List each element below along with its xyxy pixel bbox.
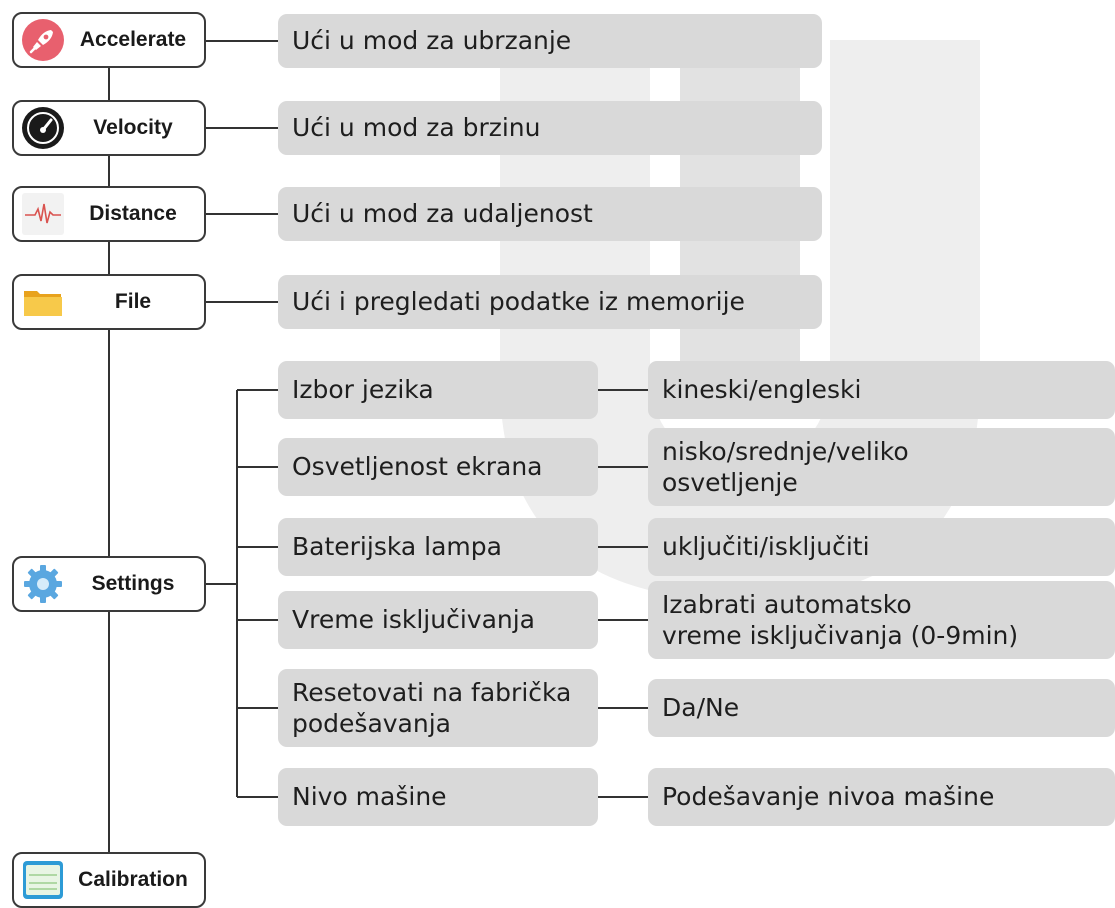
calibration-button[interactable]: Calibration (12, 852, 206, 908)
velocity-description: Ući u mod za brzinu (278, 101, 822, 155)
setting-brightness: Osvetljenost ekrana (278, 438, 598, 496)
velocity-label: Velocity (93, 116, 173, 139)
setting-machine-level: Nivo mašine (278, 768, 598, 826)
gear-icon (20, 561, 66, 607)
option-brightness: nisko/srednje/veliko osvetljenje (648, 428, 1115, 506)
distance-label: Distance (89, 202, 177, 225)
settings-button[interactable]: Settings (12, 556, 206, 612)
accelerate-label: Accelerate (79, 28, 187, 51)
accelerate-button[interactable]: Accelerate (12, 12, 206, 68)
option-language: kineski/engleski (648, 361, 1115, 419)
velocity-button[interactable]: Velocity (12, 100, 206, 156)
option-shutdown-time: Izabrati automatsko vreme isključivanja … (648, 581, 1115, 659)
accelerate-description: Ući u mod za ubrzanje (278, 14, 822, 68)
file-button[interactable]: File (12, 274, 206, 330)
rocket-icon (20, 17, 66, 63)
calibration-icon (20, 857, 66, 903)
file-label: File (114, 290, 152, 313)
option-machine-level: Podešavanje nivoa mašine (648, 768, 1115, 826)
calibration-label: Calibration (78, 868, 188, 891)
file-description: Ući i pregledati podatke iz memorije (278, 275, 822, 329)
setting-flashlight: Baterijska lampa (278, 518, 598, 576)
option-flashlight: uključiti/isključiti (648, 518, 1115, 576)
distance-description: Ući u mod za udaljenost (278, 187, 822, 241)
speedometer-icon (20, 105, 66, 151)
setting-shutdown-time: Vreme isključivanja (278, 591, 598, 649)
setting-factory-reset: Resetovati na fabrička podešavanja (278, 669, 598, 747)
waveform-icon (20, 191, 66, 237)
folder-icon (20, 279, 66, 325)
settings-label: Settings (91, 572, 175, 595)
option-factory-reset: Da/Ne (648, 679, 1115, 737)
setting-language: Izbor jezika (278, 361, 598, 419)
distance-button[interactable]: Distance (12, 186, 206, 242)
